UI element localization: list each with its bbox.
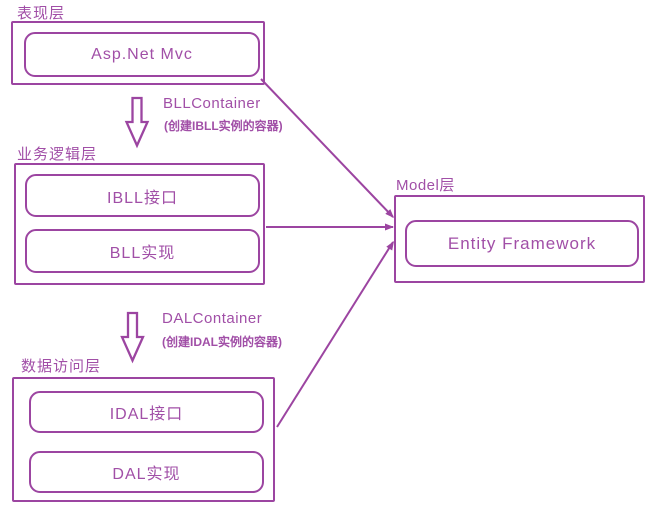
model-layer-box: Entity Framework — [394, 195, 645, 283]
ibll-interface-label: IBLL接口 — [107, 189, 178, 207]
bll-impl-node: BLL实现 — [25, 229, 260, 273]
idal-interface-label: IDAL接口 — [109, 406, 184, 423]
dal-container-subtitle: (创建IDAL实例的容器) — [162, 335, 282, 349]
presentation-layer-label: 表现层 — [17, 5, 66, 22]
bll-container-subtitle: (创建IBLL实例的容器) — [164, 119, 283, 133]
arrowhead-icon — [386, 241, 394, 251]
dal-impl-label: DAL实现 — [112, 466, 181, 483]
presentation-layer-box: Asp.Net Mvc — [11, 21, 265, 85]
down-arrow-icon — [124, 96, 150, 149]
dal-container-title: DALContainer — [162, 310, 263, 327]
idal-interface-node: IDAL接口 — [29, 391, 264, 433]
connector-line-dal-model — [276, 241, 394, 428]
dal-impl-node: DAL实现 — [29, 451, 264, 493]
data-access-layer-label: 数据访问层 — [21, 358, 102, 375]
arrowhead-icon — [385, 209, 394, 218]
arrowhead-icon — [385, 223, 394, 231]
model-layer-label: Model层 — [396, 177, 455, 194]
entity-framework-label: Entity Framework — [447, 233, 597, 253]
business-layer-box: IBLL接口 BLL实现 — [14, 163, 265, 285]
bll-impl-label: BLL实现 — [109, 245, 176, 262]
ibll-interface-node: IBLL接口 — [25, 174, 260, 217]
bll-container-title: BLLContainer — [163, 95, 261, 112]
connector-line-mvc-model — [260, 78, 394, 218]
down-arrow-icon — [120, 311, 145, 364]
aspnet-mvc-node: Asp.Net Mvc — [24, 32, 260, 77]
data-access-layer-box: IDAL接口 DAL实现 — [12, 377, 275, 502]
business-layer-label: 业务逻辑层 — [17, 146, 98, 163]
entity-framework-node: Entity Framework — [405, 220, 639, 267]
aspnet-mvc-label: Asp.Net Mvc — [91, 45, 193, 63]
